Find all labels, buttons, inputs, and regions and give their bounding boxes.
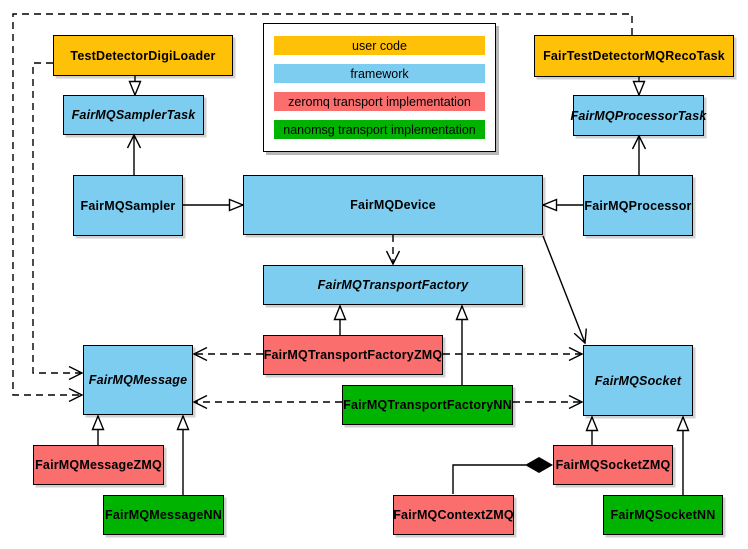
class-box-fairtestdetectormqrecotask: FairTestDetectorMQRecoTask	[534, 35, 734, 77]
class-box-fairmqtransportfactoryzmq: FairMQTransportFactoryZMQ	[263, 335, 443, 375]
class-label: FairMQMessage	[88, 373, 188, 387]
legend-label: nanomsg transport implementation	[283, 122, 476, 137]
legend: user code framework zeromq transport imp…	[263, 23, 496, 152]
class-label: FairMQTransportFactoryNN	[343, 398, 512, 412]
class-label: TestDetectorDigiLoader	[70, 48, 216, 63]
legend-label: zeromq transport implementation	[288, 94, 471, 109]
class-box-fairmqcontextzmq: FairMQContextZMQ	[393, 495, 514, 535]
legend-item-nanomsg: nanomsg transport implementation	[274, 120, 485, 139]
class-box-fairmqprocessortask: FairMQProcessorTask	[570, 95, 707, 136]
class-box-fairmqmessagenn: FairMQMessageNN	[103, 495, 224, 535]
class-label: FairTestDetectorMQRecoTask	[543, 49, 725, 63]
legend-item-zeromq: zeromq transport implementation	[274, 92, 485, 111]
class-label: FairMQSocketZMQ	[555, 458, 671, 472]
class-box-fairmqtransportfactorynn: FairMQTransportFactoryNN	[342, 385, 513, 425]
class-label: FairMQSocketNN	[610, 508, 716, 522]
class-box-fairmqsamplertask: FairMQSamplerTask	[63, 95, 204, 135]
class-label: FairMQMessageZMQ	[35, 458, 162, 472]
composition-diamond	[525, 457, 553, 473]
class-label: FairMQTransportFactory	[317, 278, 469, 292]
class-label: FairMQDevice	[350, 198, 436, 212]
class-label: FairMQProcessor	[584, 198, 692, 213]
class-label: FairMQMessageNN	[105, 508, 222, 522]
class-box-testdetectordigiloader: TestDetectorDigiLoader	[53, 35, 233, 76]
class-box-fairmqmessage: FairMQMessage	[83, 345, 193, 415]
legend-item-user-code: user code	[274, 36, 485, 55]
class-box-fairmqmessagezmq: FairMQMessageZMQ	[33, 445, 164, 485]
class-label: FairMQProcessorTask	[570, 108, 707, 123]
class-box-fairmqsocket: FairMQSocket	[583, 345, 693, 416]
class-box-fairmqsocketnn: FairMQSocketNN	[603, 495, 723, 535]
class-box-fairmqsocketzmq: FairMQSocketZMQ	[553, 445, 673, 485]
class-label: FairMQSamplerTask	[71, 108, 196, 122]
class-box-fairmqtransportfactory: FairMQTransportFactory	[263, 265, 523, 305]
legend-label: framework	[350, 66, 409, 81]
class-label: FairMQContextZMQ	[393, 508, 514, 522]
legend-item-framework: framework	[274, 64, 485, 83]
class-box-fairmqsampler: FairMQSampler	[73, 175, 183, 236]
class-label: FairMQTransportFactoryZMQ	[263, 348, 443, 362]
class-box-fairmqdevice: FairMQDevice	[243, 175, 543, 235]
class-label: FairMQSampler	[80, 198, 176, 213]
class-box-fairmqprocessor: FairMQProcessor	[583, 175, 693, 236]
class-label: FairMQSocket	[594, 373, 682, 388]
legend-label: user code	[352, 38, 407, 53]
